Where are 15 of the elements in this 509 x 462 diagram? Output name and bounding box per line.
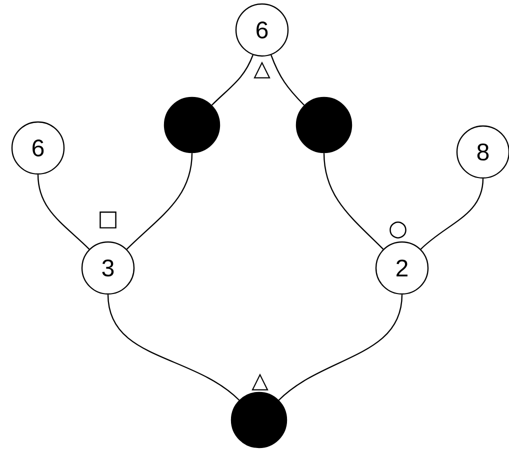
symbol-mark: △ <box>254 62 270 78</box>
symbol-mark: ○ <box>390 222 406 238</box>
connector-line <box>323 153 384 250</box>
connector-line <box>270 54 305 106</box>
filled-circle <box>164 96 220 154</box>
symbol-mark: □ <box>100 212 116 228</box>
connector-line <box>420 178 484 250</box>
filled-circle <box>230 392 288 448</box>
filled-circle <box>296 96 352 154</box>
connector-line <box>37 174 90 250</box>
connector-line <box>211 54 254 106</box>
connector-line <box>107 294 240 401</box>
symbol-mark: △ <box>252 374 268 390</box>
connector-line <box>278 294 403 401</box>
connector-line <box>126 153 193 250</box>
